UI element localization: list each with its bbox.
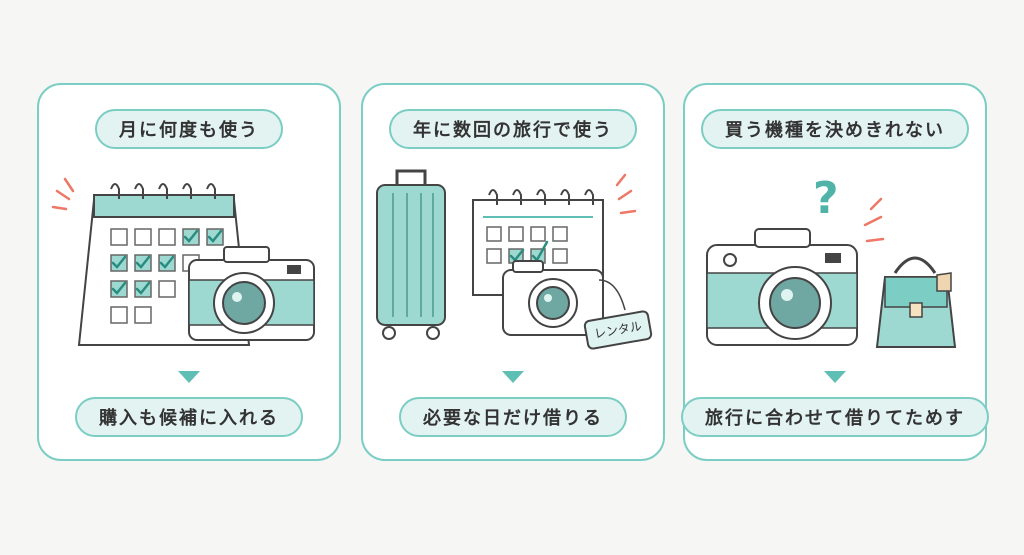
question-mark: ? bbox=[813, 173, 839, 224]
camera-icon bbox=[706, 228, 858, 346]
camera-bag-illustration bbox=[706, 197, 957, 348]
card-result: 必要な日だけ借りる bbox=[399, 397, 627, 437]
card-title: 月に何度も使う bbox=[95, 109, 283, 149]
card-result: 旅行に合わせて借りてためす bbox=[681, 397, 989, 437]
question-mark-symbol: ? bbox=[813, 173, 839, 224]
suitcase-calendar-camera-illustration bbox=[376, 169, 637, 340]
camera-bag-icon bbox=[875, 256, 957, 348]
down-arrow-icon bbox=[178, 371, 200, 383]
card-travel-use: 年に数回の旅行で使う bbox=[361, 83, 665, 461]
emphasis-lines-icon bbox=[615, 173, 637, 215]
camera-icon bbox=[502, 260, 626, 336]
down-arrow-icon bbox=[824, 371, 846, 383]
card-title: 年に数回の旅行で使う bbox=[389, 109, 637, 149]
card-frequent-use: 月に何度も使う bbox=[37, 83, 341, 461]
card-undecided-model: 買う機種を決めきれない ? 旅行に合わせて借りてためす bbox=[681, 83, 989, 461]
emphasis-lines-icon bbox=[863, 197, 885, 243]
camera-icon bbox=[188, 246, 315, 341]
calendar-camera-illustration bbox=[51, 177, 315, 346]
suitcase-icon bbox=[376, 169, 446, 340]
emphasis-lines-icon bbox=[51, 177, 75, 211]
card-result: 購入も候補に入れる bbox=[75, 397, 303, 437]
rental-tag-label: レンタル bbox=[593, 318, 643, 342]
card-title: 買う機種を決めきれない bbox=[701, 109, 969, 149]
calendar-icon bbox=[77, 183, 251, 346]
down-arrow-icon bbox=[502, 371, 524, 383]
